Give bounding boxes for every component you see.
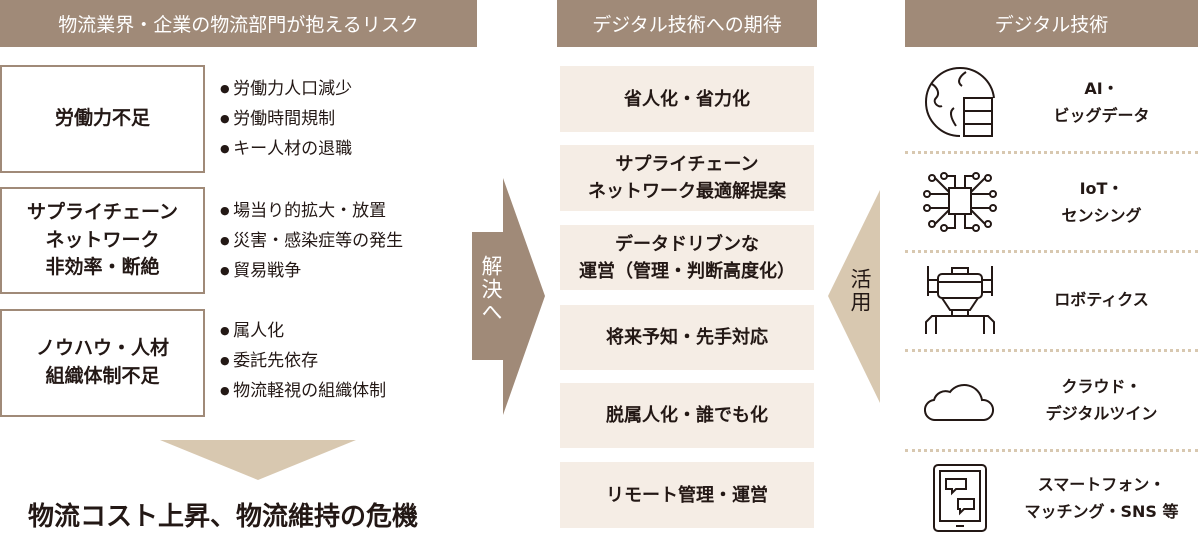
use-arrow-label: 活用 <box>848 268 872 314</box>
dotted-divider <box>905 449 1198 452</box>
expectation-item: データドリブンな 運営（管理・判断高度化） <box>560 225 814 290</box>
expectation-item: 将来予知・先手対応 <box>560 305 814 370</box>
use-arrow <box>828 190 880 403</box>
bullet: 委託先依存 <box>220 346 386 376</box>
dotted-divider <box>905 349 1198 352</box>
technology-label: IoT・ センシング <box>1061 178 1142 225</box>
technology-label: AI・ ビッグデータ <box>1053 78 1150 125</box>
solve-arrow <box>472 178 545 415</box>
bullet: 物流軽視の組織体制 <box>220 376 386 406</box>
technology-label: ロボティクス <box>1054 290 1149 310</box>
risk-bullets: 属人化 委託先依存 物流軽視の組織体制 <box>220 316 386 406</box>
circuit-chip-icon <box>915 170 1005 234</box>
technology-label: クラウド・ デジタルツイン <box>1045 376 1158 423</box>
expectation-item: リモート管理・運営 <box>560 462 814 528</box>
technology-item: AI・ ビッグデータ <box>905 54 1198 150</box>
globe-server-icon <box>915 64 1005 140</box>
expectation-item: 脱属人化・誰でも化 <box>560 383 814 448</box>
technology-item: クラウド・ デジタルツイン <box>905 352 1198 448</box>
dotted-divider <box>905 151 1198 154</box>
expectation-header: デジタル技術への期待 <box>557 0 817 47</box>
bullet: 貿易戦争 <box>220 256 403 286</box>
bullet: 災害・感染症等の発生 <box>220 226 403 256</box>
bullet: 場当り的拡大・放置 <box>220 196 403 226</box>
risk-bullets: 労働力人口減少 労働時間規制 キー人材の退職 <box>220 74 352 164</box>
robot-icon <box>915 264 1005 336</box>
expectation-item: サプライチェーン ネットワーク最適解提案 <box>560 145 814 211</box>
risk-box: ノウハウ・人材 組織体制不足 <box>0 309 205 417</box>
technology-item: ロボティクス <box>905 252 1198 348</box>
technology-item: スマートフォン・ マッチング・SNS 等 <box>905 450 1198 546</box>
cloud-icon <box>915 378 1005 422</box>
risk-header: 物流業界・企業の物流部門が抱えるリスク <box>0 0 477 47</box>
down-arrow <box>160 440 356 480</box>
bullet: 属人化 <box>220 316 386 346</box>
expectation-item: 省人化・省力化 <box>560 66 814 132</box>
dotted-divider <box>905 250 1198 253</box>
bullet: 労働力人口減少 <box>220 74 352 104</box>
conclusion-text: 物流コスト上昇、物流維持の危機 <box>28 502 419 532</box>
risk-box: 労働力不足 <box>0 65 205 173</box>
risk-box: サプライチェーン ネットワーク 非効率・断絶 <box>0 187 205 294</box>
technology-header: デジタル技術 <box>905 0 1198 47</box>
bullet: キー人材の退職 <box>220 134 352 164</box>
technology-item: IoT・ センシング <box>905 154 1198 250</box>
risk-bullets: 場当り的拡大・放置 災害・感染症等の発生 貿易戦争 <box>220 196 403 286</box>
technology-label: スマートフォン・ マッチング・SNS 等 <box>1024 474 1179 521</box>
solve-arrow-label: 解決へ <box>479 255 503 324</box>
bullet: 労働時間規制 <box>220 104 352 134</box>
tablet-chat-icon <box>915 463 1005 533</box>
